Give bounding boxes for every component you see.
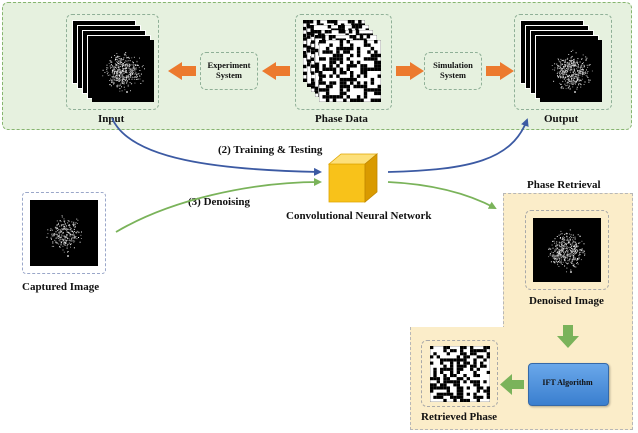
output-image-stack xyxy=(520,20,610,108)
input-box xyxy=(66,14,159,110)
output-speckle-image xyxy=(540,40,602,102)
simulation-system-label: Simulation System xyxy=(433,60,473,80)
retrieved-phase-label: Retrieved Phase xyxy=(421,411,498,423)
cnn-cube xyxy=(327,153,379,203)
captured-speckle-image xyxy=(30,200,98,266)
output-label: Output xyxy=(544,113,579,125)
training-testing-label: (2) Training & Testing xyxy=(218,144,323,156)
input-speckle-image xyxy=(92,40,154,102)
arrow-phase-to-experiment xyxy=(262,62,290,80)
input-image-stack xyxy=(72,20,156,108)
experiment-system-label: Experiment System xyxy=(207,60,251,80)
phase-data-label: Phase Data xyxy=(315,113,368,125)
arrow-denoised-to-ift xyxy=(557,325,579,348)
arrow-cnn-to-output xyxy=(387,118,529,173)
phase-retrieval-title: Phase Retrieval xyxy=(527,179,601,191)
denoised-image-label: Denoised Image xyxy=(529,295,604,307)
phase-data-box xyxy=(295,14,392,110)
denoising-label: (3) Denoising xyxy=(188,196,251,208)
experiment-system-box xyxy=(200,52,258,90)
captured-image-label: Captured Image xyxy=(22,281,100,293)
ift-algorithm-box xyxy=(528,363,609,406)
retrieved-phase-box xyxy=(421,340,498,407)
simulation-system-box xyxy=(424,52,482,90)
captured-image-box xyxy=(22,192,106,274)
output-box xyxy=(514,14,612,110)
arrow-ift-to-retrieved xyxy=(500,374,524,395)
ift-algorithm-label: IFT Algorithm xyxy=(542,378,593,387)
phase-data-pattern xyxy=(319,40,381,102)
denoised-image-box xyxy=(525,210,609,290)
phase-data-stack xyxy=(303,20,387,106)
denoised-speckle-image xyxy=(533,218,601,282)
arrow-experiment-to-input xyxy=(168,62,196,80)
arrow-phase-to-simulation xyxy=(396,62,424,80)
input-label: Input xyxy=(98,113,125,125)
arrow-cnn-to-phase-retrieval xyxy=(387,181,497,209)
retrieved-phase-pattern xyxy=(430,346,490,402)
arrow-captured-to-cnn xyxy=(115,178,322,233)
cnn-label: Convolutional Neural Network xyxy=(286,210,432,222)
arrow-simulation-to-output xyxy=(486,62,514,80)
arrow-input-to-cnn xyxy=(111,117,322,176)
